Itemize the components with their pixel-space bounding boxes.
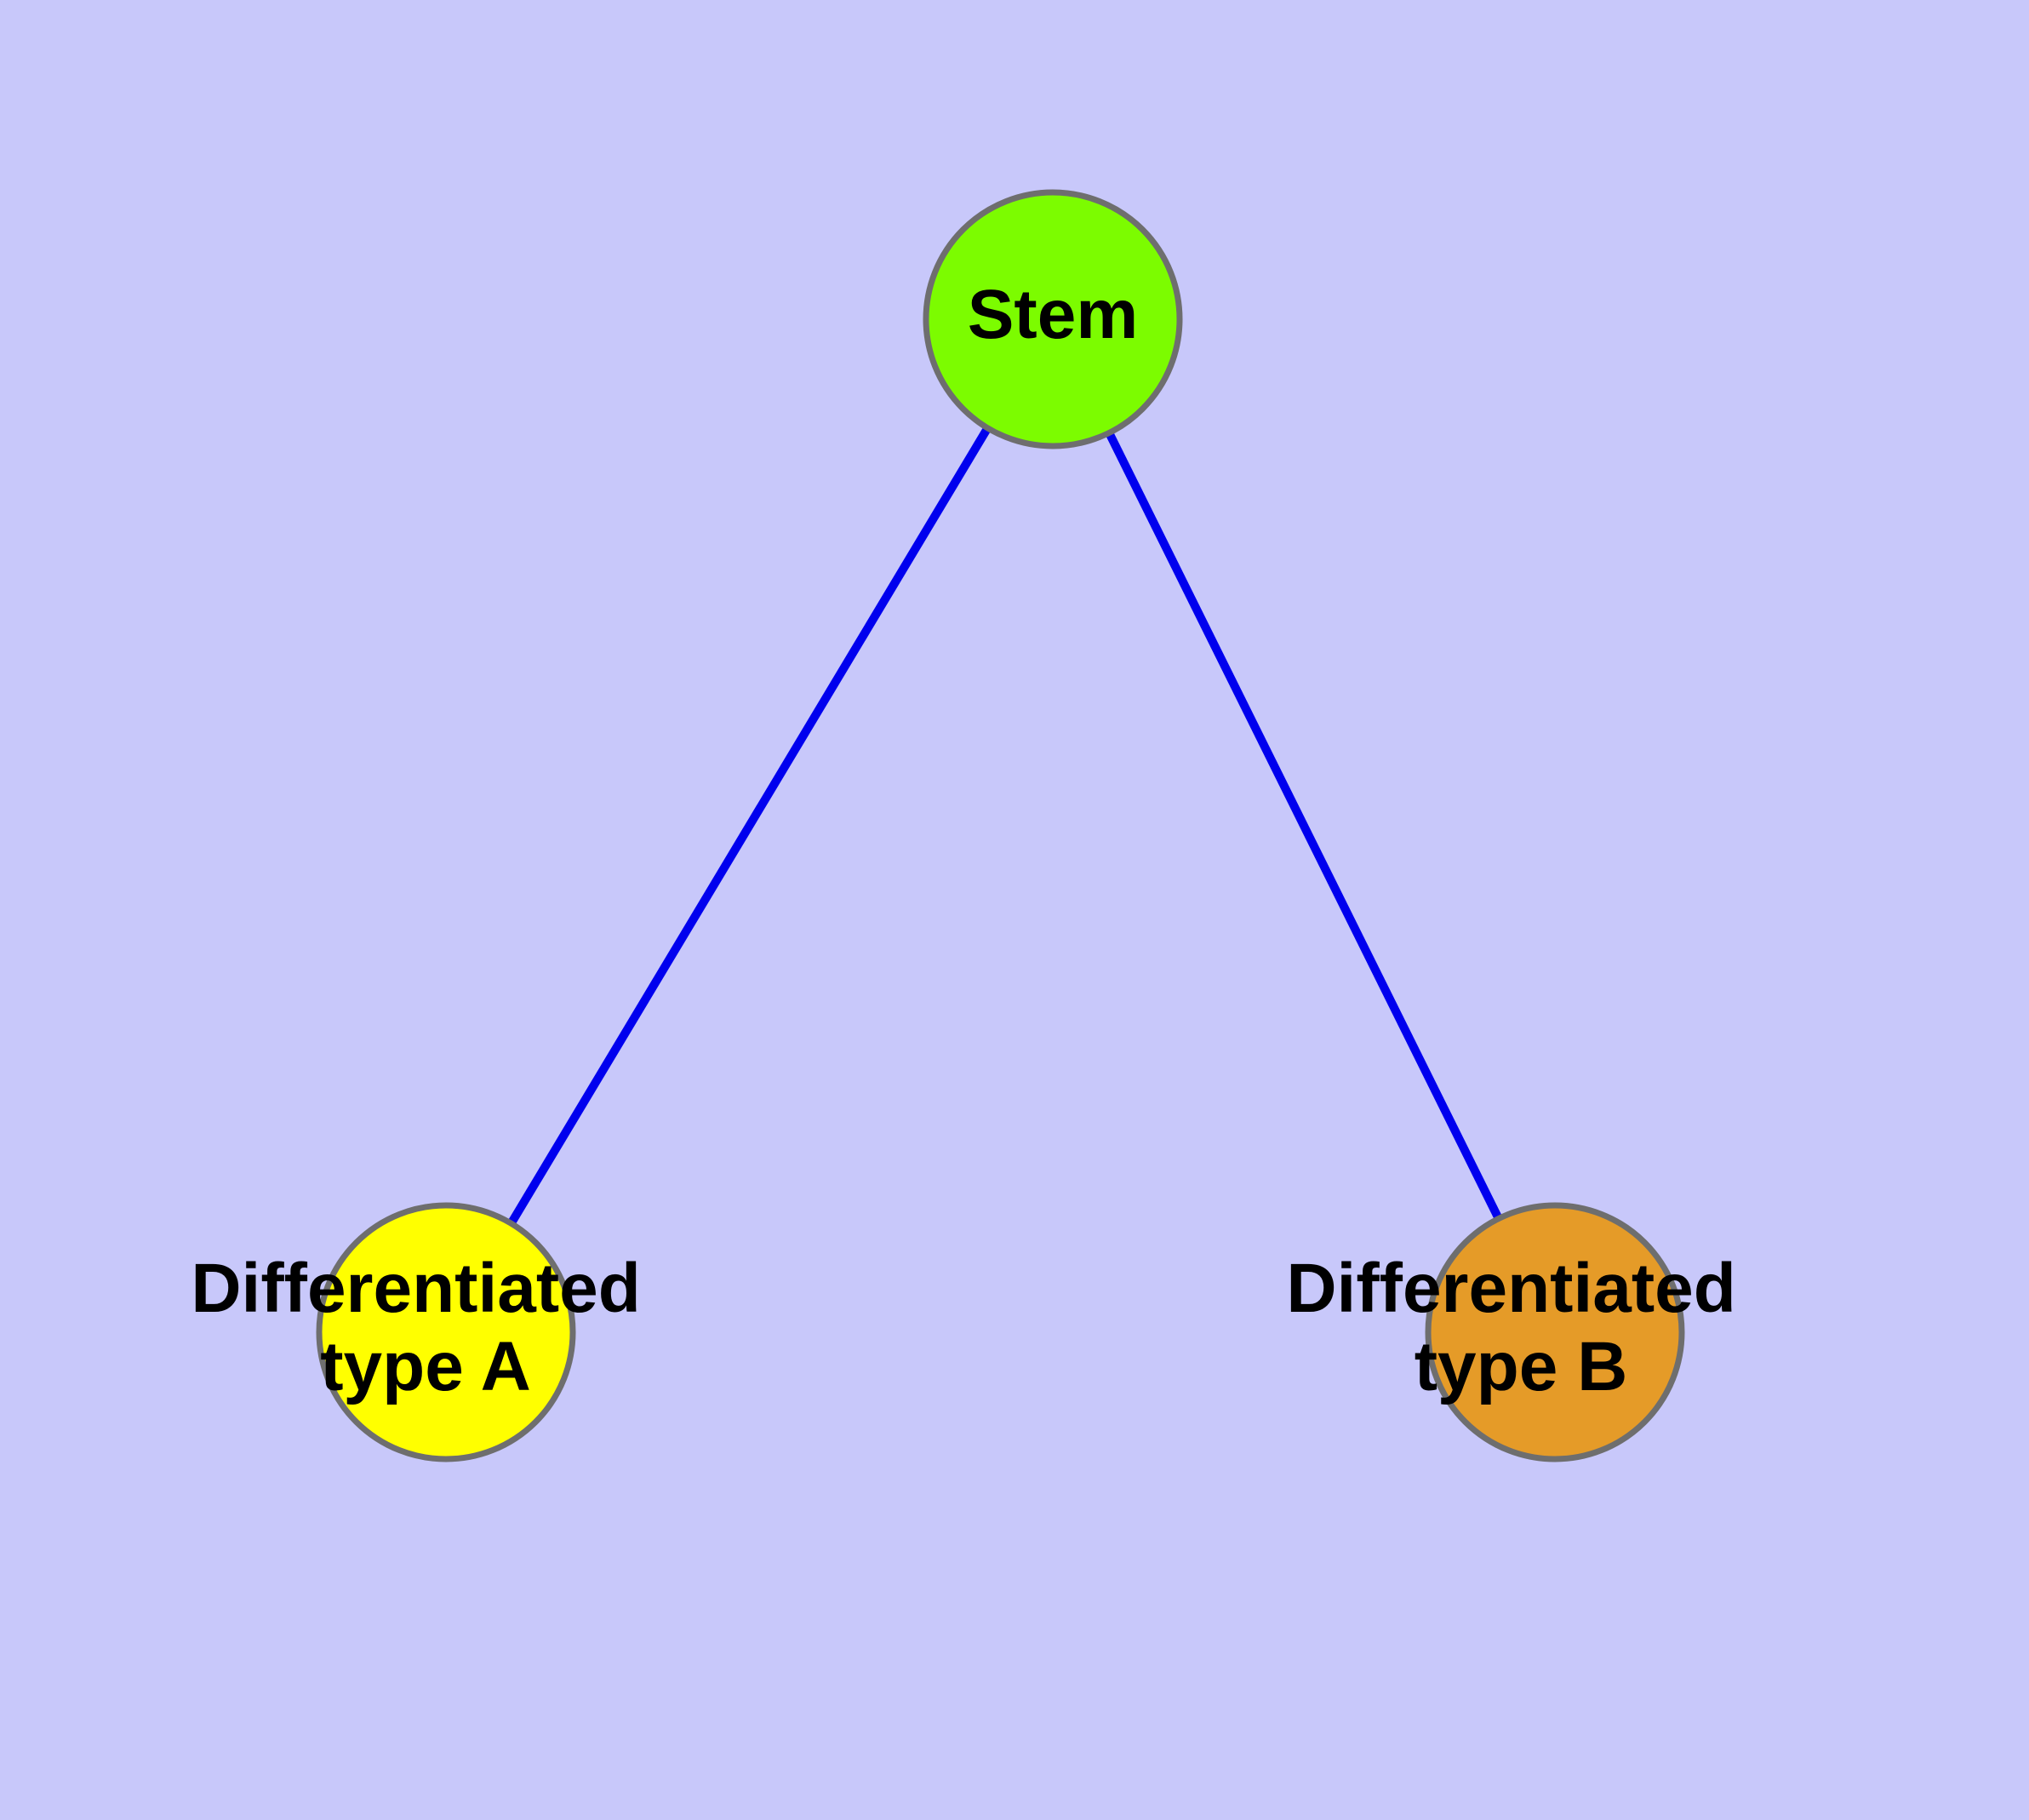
node-stem-circle[interactable] [923,189,1183,449]
node-differentiated-type-b[interactable] [1425,1202,1685,1462]
edge-stem-to-differentiated-type-b[interactable] [1049,317,1559,1335]
node-differentiated-type-b-label: Differentiated type B [1286,1250,1755,1405]
node-stem-label: Stem [968,276,1139,353]
node-stem[interactable] [923,189,1183,449]
node-differentiated-type-a[interactable] [316,1202,576,1462]
edges-layer [442,317,1559,1335]
labels-layer: Stem Differentiated type A Differentiate… [191,276,1755,1405]
nodes-layer [316,189,1685,1462]
node-differentiated-type-a-label: Differentiated type A [191,1250,660,1405]
edge-stem-to-differentiated-type-a[interactable] [442,317,1057,1335]
node-differentiated-type-a-label-line-2: type A [320,1328,531,1405]
node-stem-label-line-1: Stem [968,276,1139,353]
node-differentiated-type-a-label-line-1: Differentiated [191,1250,641,1327]
node-differentiated-type-b-circle[interactable] [1425,1202,1685,1462]
node-differentiated-type-b-label-line-1: Differentiated [1286,1250,1736,1327]
node-differentiated-type-a-circle[interactable] [316,1202,576,1462]
node-differentiated-type-b-label-line-2: type B [1415,1328,1628,1405]
